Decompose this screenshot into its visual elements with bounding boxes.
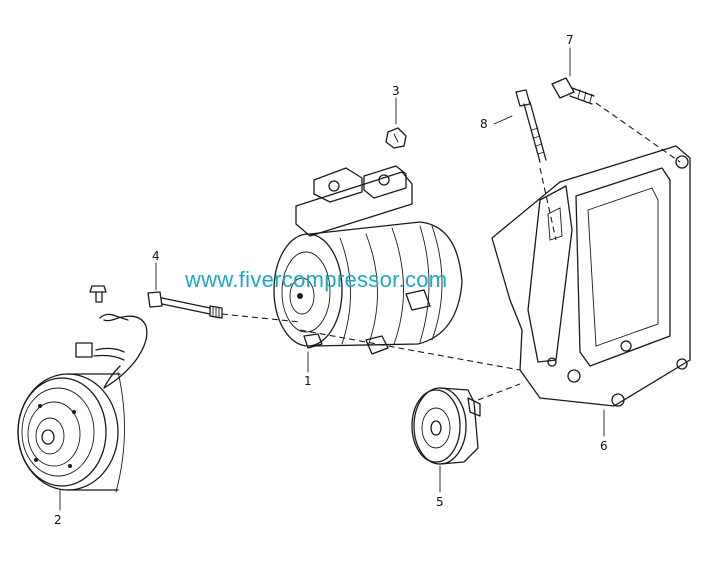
idler-pulley bbox=[411, 387, 481, 493]
part-number-2: 2 bbox=[54, 513, 62, 527]
part-number-5: 5 bbox=[436, 495, 444, 509]
part-number-1: 1 bbox=[304, 374, 312, 388]
website-watermark: www.fivercompressor.com bbox=[185, 267, 448, 292]
mounting-bracket bbox=[491, 145, 691, 437]
part-number-6: 6 bbox=[600, 439, 608, 453]
assembly-guide-lines bbox=[221, 102, 681, 401]
clutch-assembly bbox=[17, 285, 148, 511]
long-bolt bbox=[147, 262, 223, 319]
bracket-bolt bbox=[551, 47, 595, 105]
part-number-3: 3 bbox=[392, 84, 400, 98]
part-number-8: 8 bbox=[480, 117, 488, 131]
mount-bolt bbox=[493, 89, 547, 163]
nut bbox=[385, 97, 407, 149]
part-number-4: 4 bbox=[152, 249, 160, 263]
part-number-7: 7 bbox=[566, 33, 574, 47]
compressor bbox=[273, 165, 463, 373]
